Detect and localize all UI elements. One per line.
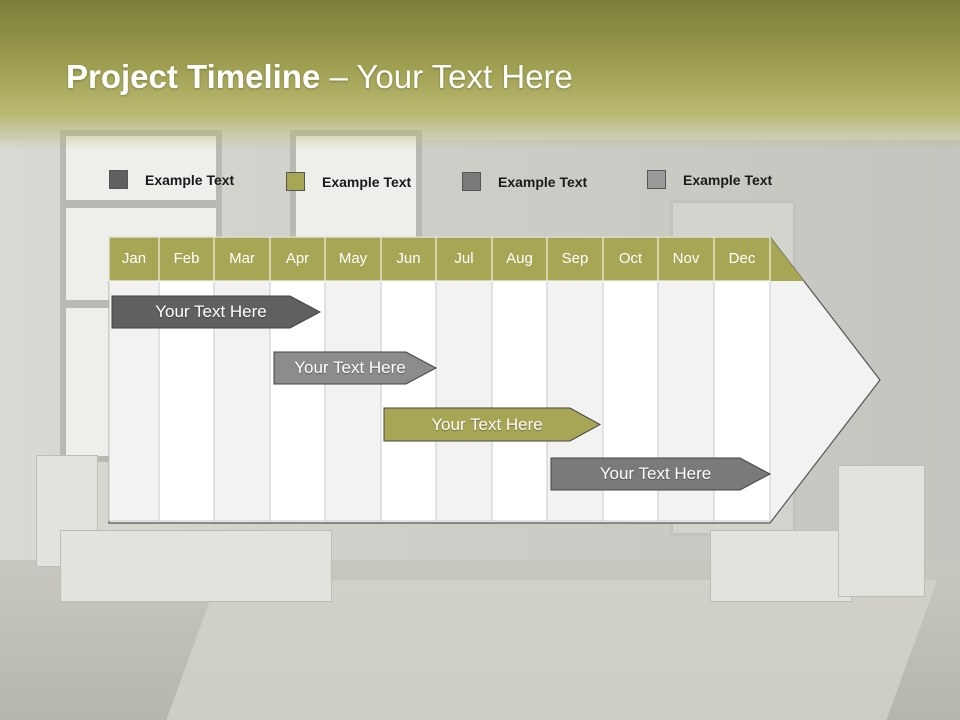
title-band: [0, 0, 960, 150]
legend-label: Example Text: [322, 174, 412, 190]
legend-swatch: [109, 170, 128, 189]
background-sofa: [838, 465, 925, 597]
month-column: [324, 280, 382, 522]
month-header-cell: [602, 236, 659, 282]
title-bold: Project Timeline: [66, 58, 321, 95]
month-header-cell: [657, 236, 715, 282]
month-header-cell: [324, 236, 382, 282]
month-label: Apr: [285, 250, 310, 267]
background-sofa: [60, 530, 332, 602]
legend-swatch: [647, 170, 666, 189]
month-label: Aug: [506, 250, 533, 267]
month-column: [491, 280, 548, 522]
month-label: Jun: [396, 250, 421, 267]
task-bar-label[interactable]: Your Text Here: [294, 358, 406, 377]
month-header-cell: [269, 236, 326, 282]
legend-label: Example Text: [145, 172, 235, 188]
month-header-cell: [108, 236, 160, 282]
task-bar[interactable]: [383, 407, 602, 442]
month-label: Jul: [454, 250, 474, 267]
month-header-cell: [158, 236, 215, 282]
task-bar[interactable]: [273, 351, 438, 385]
task-bar-label[interactable]: Your Text Here: [431, 415, 543, 434]
month-header-cell: [435, 236, 493, 282]
month-label: Feb: [173, 250, 200, 267]
month-column: [435, 280, 493, 522]
month-header-cell: [380, 236, 437, 282]
task-bar-label[interactable]: Your Text Here: [155, 302, 267, 321]
month-label: Dec: [728, 250, 756, 267]
background-sofa: [710, 530, 852, 602]
legend-label: Example Text: [498, 174, 588, 190]
month-header-cell: [491, 236, 548, 282]
timeline-header-tip: [770, 237, 804, 281]
month-column: [380, 280, 437, 522]
background-window-bar: [60, 200, 222, 208]
month-header-cell: [213, 236, 271, 282]
month-label: May: [338, 250, 368, 267]
task-bar[interactable]: [550, 457, 772, 491]
month-label: Nov: [672, 250, 700, 267]
month-header-cell: [713, 236, 771, 282]
task-bar[interactable]: [111, 295, 322, 329]
legend-label: Example Text: [683, 172, 773, 188]
task-bar-label[interactable]: Your Text Here: [599, 464, 712, 483]
month-label: Mar: [229, 250, 255, 267]
legend-swatch: [286, 172, 305, 191]
month-label: Oct: [618, 250, 643, 267]
page-title: Project Timeline – Your Text Here: [66, 58, 573, 96]
title-rest: – Your Text Here: [320, 58, 573, 95]
legend-swatch: [462, 172, 481, 191]
month-label: Sep: [561, 250, 589, 267]
month-label: Jan: [121, 250, 147, 267]
